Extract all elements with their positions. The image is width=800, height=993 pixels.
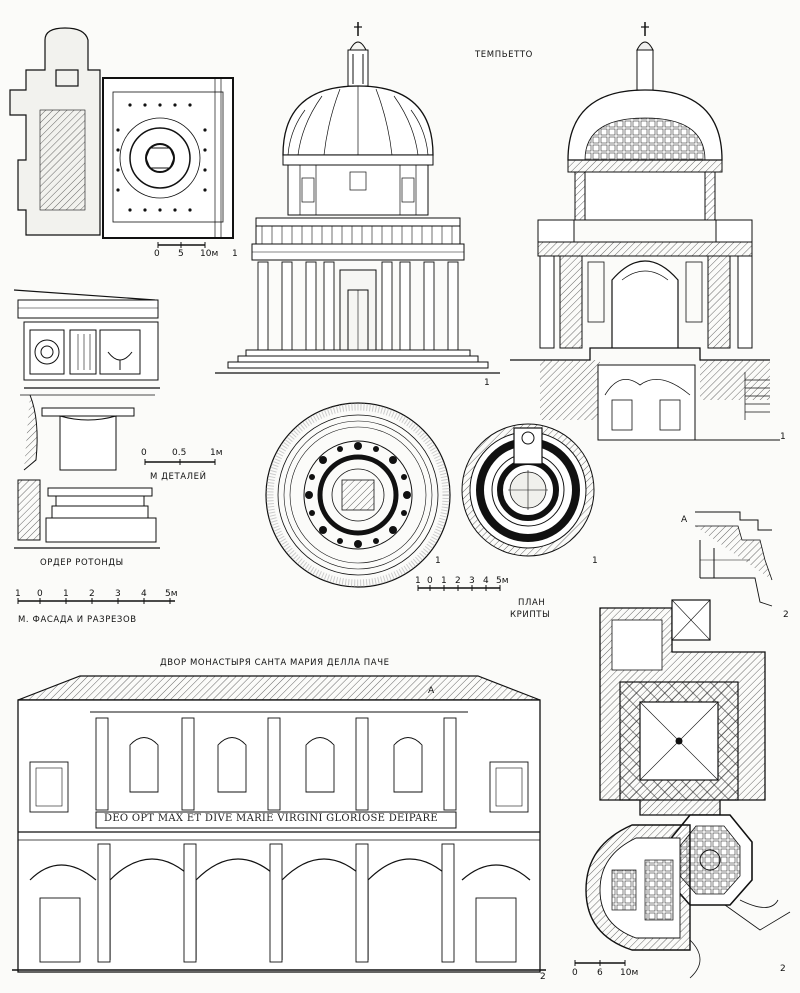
crypt-plan-label-2: КРИПТЫ [510,610,551,620]
tempietto-title: ТЕМПЬЕТТО [475,50,533,60]
church-plan-top-left [9,27,234,239]
scale-small-0: 0 [427,576,433,586]
marker-1-crypt: 1 [592,556,598,566]
courtyard-elevation [12,675,546,973]
cornice-detail-a [695,511,773,607]
scale-facade-0: 0 [37,589,43,599]
marker-2-plan: 2 [780,964,786,974]
detail-scale-label: М ДЕТАЛЕЙ [150,472,207,482]
scale-bottom-0: 0 [572,968,578,978]
crypt-plan [461,423,595,557]
scale-facade-5: 5м [165,589,178,599]
scale-top-0: 0 [154,249,160,259]
scale-small-4: 4 [483,576,489,586]
scale-detail-1: 1м [210,448,223,458]
scale-small-1: 1 [441,576,447,586]
scale-top-10: 10м [200,249,219,259]
scale-facade-2: 2 [89,589,95,599]
courtyard-title: ДВОР МОНАСТЫРЯ САНТА МАРИЯ ДЕЛЛА ПАЧЕ [160,658,390,668]
scale-bar-plan-top [157,242,206,248]
tempietto-elevation [215,22,500,374]
scale-bar-detail [144,459,216,465]
marker-a-courtyard: А [428,686,435,696]
scale-small-5: 5м [496,576,509,586]
scale-bar-facade [17,598,175,604]
rotunda-plan [265,402,451,588]
marker-1-section: 1 [780,432,786,442]
scale-detail-0: 0 [141,448,147,458]
scale-small-2: 2 [455,576,461,586]
scale-bottom-10: 10м [620,968,639,978]
scale-detail-05: 0.5 [172,448,187,458]
scale-small-3: 3 [469,576,475,586]
order-detail [13,289,160,549]
scale-facade-3: 3 [115,589,121,599]
complex-plan-bottom-right [585,599,791,979]
frieze-inscription: DEO OPT MAX ET DIVE MARIE VIRGINI GLORIO… [104,813,438,824]
scale-facade-4: 4 [141,589,147,599]
marker-a-section: А [681,515,688,525]
scale-bar-small [417,585,501,591]
scale-facade-1: 1 [63,589,69,599]
marker-2-courtyard: 2 [540,972,546,982]
order-label: ОРДЕР РОТОНДЫ [40,558,124,568]
facade-scale-label: М. ФАСАДА И РАЗРЕЗОВ [18,615,137,625]
crypt-plan-label-1: ПЛАН [518,598,546,608]
marker-1-rotunda: 1 [435,556,441,566]
marker-2-cornice: 2 [783,610,789,620]
marker-1-plan: 1 [232,249,238,259]
tempietto-section [510,22,780,441]
scale-small-n1: 1 [415,576,421,586]
scale-bar-plan-bottom [574,960,626,966]
marker-1-elevation: 1 [484,378,490,388]
scale-top-5: 5 [178,249,184,259]
scale-bottom-6: 6 [597,968,603,978]
scale-facade-n1: 1 [15,589,21,599]
